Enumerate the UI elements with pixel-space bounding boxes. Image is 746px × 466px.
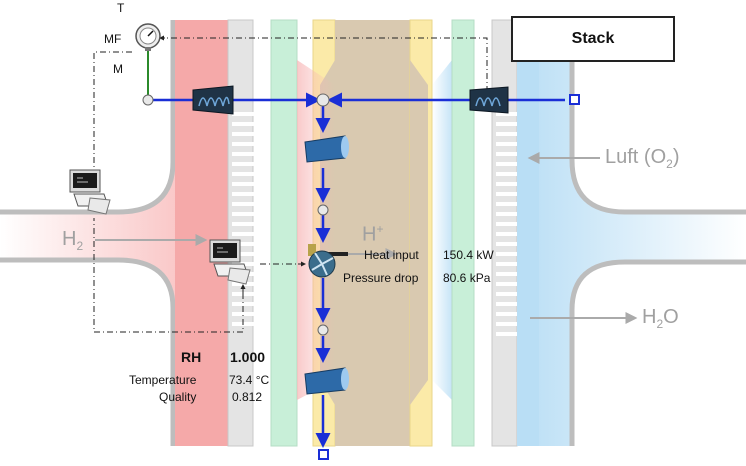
channel-rib [496,212,530,216]
channel-rib [496,192,530,196]
anode-gdl [270,19,298,447]
control-line-left [93,51,135,176]
pump-icon [192,85,234,115]
channel-rib [232,162,266,166]
channel-rib [496,252,530,256]
temperature-label: Temperature [129,373,197,387]
pressure-gauge-icon [135,23,161,51]
channel-rib [496,132,530,136]
channel-rib [232,242,266,246]
hydrogen-inlet-channel [0,20,228,446]
air-oxygen-label: Luft (O2) [605,146,680,171]
gauge-mf-label: MF [104,32,122,46]
channel-rib [496,152,530,156]
quality-value: 0.812 [232,390,263,404]
membrane [320,20,428,446]
computer-icon [69,169,111,215]
channel-rib [496,312,530,316]
channel-rib [496,322,530,326]
channel-rib [232,212,266,216]
channel-rib [232,132,266,136]
water-label: H2O [642,306,679,331]
channel-rib [496,242,530,246]
gauge-t-label: T [117,1,125,15]
channel-rib [232,282,266,286]
channel-rib [232,152,266,156]
control-line-bottom [93,218,244,333]
channel-rib [232,262,266,266]
pressure-drop-value: 80.6 kPa [443,271,491,285]
air-channel [517,62,746,446]
channel-rib [496,272,530,276]
rh-label: RH [181,349,202,365]
cathode-channel-ribs [496,112,530,336]
channel-rib [232,302,266,306]
channel-rib [496,172,530,176]
channel-rib [232,292,266,296]
channel-rib [232,312,266,316]
channel-rib [232,192,266,196]
nozzle-icon [304,135,349,163]
channel-rib [496,302,530,306]
channel-rib [496,142,530,146]
heat-input-value: 150.4 kW [443,248,494,262]
channel-rib [232,122,266,126]
stack-label: Stack [511,16,675,62]
temperature-value: 73.4 °C [229,373,270,387]
channel-rib [232,112,266,116]
cathode-gdl [451,19,475,447]
quality-label: Quality [159,390,197,404]
channel-rib [496,112,530,116]
nozzle-icon [304,367,349,395]
turbine-icon [308,244,348,278]
channel-rib [232,252,266,256]
heat-input-label: Heat input [364,248,419,262]
rh-value: 1.000 [230,349,266,365]
channel-rib [496,222,530,226]
channel-rib [496,122,530,126]
heat-exchanger-icon [469,86,509,114]
channel-rib [496,262,530,266]
control-line-top [160,37,488,92]
channel-rib [232,172,266,176]
channel-rib [232,222,266,226]
channel-rib [496,162,530,166]
proton-label: H+ [362,222,384,246]
anode-channel-ribs [232,112,266,326]
node-icon [142,93,330,336]
channel-rib [232,322,266,326]
computer-icon [209,239,251,285]
channel-rib [496,232,530,236]
hydrogen-label: H2 [62,228,84,253]
gauge-m-label: M [113,62,123,76]
channel-rib [232,182,266,186]
channel-rib [232,232,266,236]
channel-rib [496,182,530,186]
inlet-port-icon [569,94,580,105]
channel-rib [232,142,266,146]
channel-rib [496,202,530,206]
channel-rib [232,202,266,206]
channel-rib [496,332,530,336]
channel-rib [496,292,530,296]
pressure-drop-label: Pressure drop [343,271,419,285]
channel-rib [496,282,530,286]
outlet-port-icon [318,449,329,460]
